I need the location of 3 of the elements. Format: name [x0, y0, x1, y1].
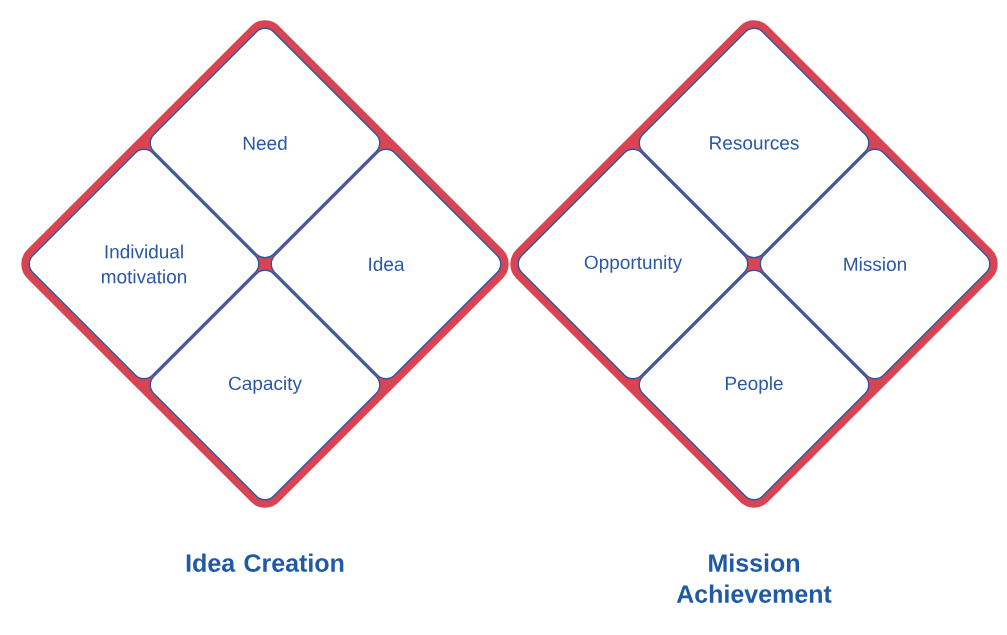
heading-text: Idea Creation: [186, 553, 344, 572]
heading-text: Mission Achievement: [676, 553, 832, 603]
node-label: Mission: [844, 257, 906, 271]
